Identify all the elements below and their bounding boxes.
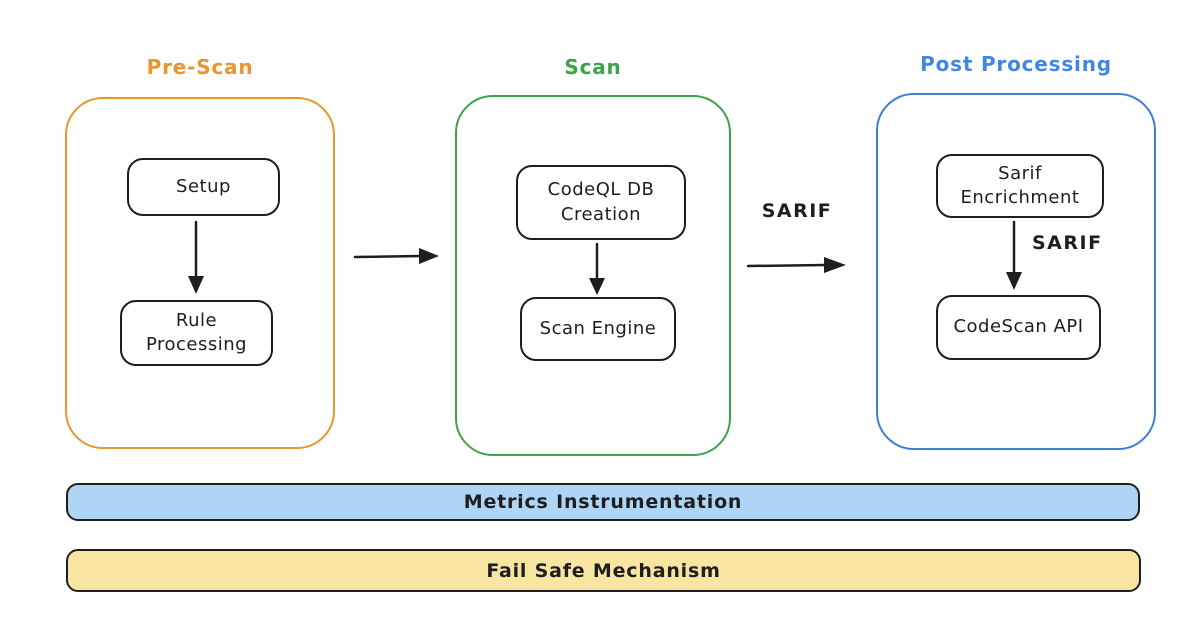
connector-label-sarif: SARIF	[1032, 232, 1103, 254]
arrow-down-icon	[589, 242, 605, 295]
node-label: Sarif Encrichment	[960, 162, 1080, 208]
stage-container-post-processing	[876, 93, 1156, 450]
stage-title-scan: Scan	[564, 55, 622, 79]
node-rule-processing: Rule Processing	[120, 300, 273, 366]
stage-container-pre-scan	[65, 97, 335, 449]
node-setup: Setup	[127, 158, 280, 216]
node-codescan-api: CodeScan API	[936, 295, 1101, 360]
node-scan-engine: Scan Engine	[520, 297, 676, 361]
stage-title-pre-scan: Pre-Scan	[146, 55, 254, 79]
arrow-down-icon	[1006, 220, 1022, 290]
bar-label: Fail Safe Mechanism	[486, 559, 721, 582]
stage-container-scan	[455, 95, 731, 456]
metrics-instrumentation-bar: Metrics Instrumentation	[66, 483, 1140, 521]
arrow-right-icon	[746, 257, 846, 273]
bar-label: Metrics Instrumentation	[463, 491, 743, 513]
node-label: CodeQL DB Creation	[547, 179, 655, 225]
node-label: Setup	[176, 175, 231, 197]
connector-label-sarif: SARIF	[761, 200, 833, 222]
arrow-down-icon	[188, 220, 204, 294]
node-label: Scan Engine	[539, 317, 657, 339]
stage-title-post-processing: Post Processing	[920, 52, 1112, 76]
node-label: Rule Processing	[145, 309, 248, 355]
arrow-right-icon	[353, 248, 439, 264]
node-codeql-db-creation: CodeQL DB Creation	[516, 165, 686, 240]
fail-safe-mechanism-bar: Fail Safe Mechanism	[66, 549, 1141, 592]
node-label: CodeScan API	[953, 316, 1084, 338]
node-sarif-enrichment: Sarif Encrichment	[936, 154, 1104, 218]
